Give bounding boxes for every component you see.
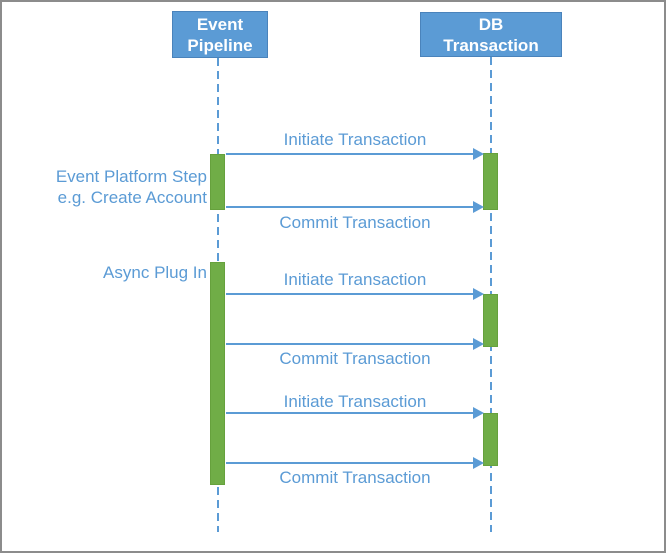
arrowhead-right-icon [473, 457, 484, 469]
arrowhead-right-icon [473, 407, 484, 419]
arrowhead-right-icon [473, 201, 484, 213]
annotation-line: e.g. Create Account [57, 188, 207, 207]
message-arrow-commit-3 [226, 457, 484, 469]
message-label-commit-1: Commit Transaction [279, 213, 431, 232]
message-label-initiate-1: Initiate Transaction [283, 130, 427, 149]
arrowhead-right-icon [473, 288, 484, 300]
actor-label-line: DB [478, 14, 504, 34]
actor-box-db-transaction: DB Transaction [420, 12, 562, 57]
actor-label-line: Transaction [443, 35, 539, 55]
actor-label-line: Event [196, 14, 244, 34]
message-label-initiate-2: Initiate Transaction [283, 270, 427, 289]
message-label-initiate-3: Initiate Transaction [283, 392, 427, 411]
message-arrow-initiate-1 [226, 148, 484, 160]
activation-bar-db-transaction-3 [483, 413, 498, 466]
annotation-line: Event Platform Step [55, 167, 207, 186]
message-label-commit-2: Commit Transaction [279, 349, 431, 368]
annotation-line: Async Plug In [103, 263, 207, 282]
message-arrow-initiate-2 [226, 288, 484, 300]
activation-bar-db-transaction-2 [483, 294, 498, 347]
message-arrow-commit-1 [226, 201, 484, 213]
message-arrow-initiate-3 [226, 407, 484, 419]
arrowhead-right-icon [473, 148, 484, 160]
activation-bar-event-pipeline-2 [210, 262, 225, 485]
activation-bar-event-pipeline-1 [210, 154, 225, 210]
message-label-commit-3: Commit Transaction [279, 468, 431, 487]
message-arrow-commit-2 [226, 338, 484, 350]
activation-bar-db-transaction-1 [483, 153, 498, 210]
annotation-async-plug-in: Async Plug In [10, 262, 207, 283]
annotation-event-platform-step: Event Platform Step e.g. Create Account [10, 166, 207, 208]
actor-box-event-pipeline: Event Pipeline [172, 11, 268, 58]
actor-label-line: Pipeline [187, 35, 253, 55]
arrowhead-right-icon [473, 338, 484, 350]
